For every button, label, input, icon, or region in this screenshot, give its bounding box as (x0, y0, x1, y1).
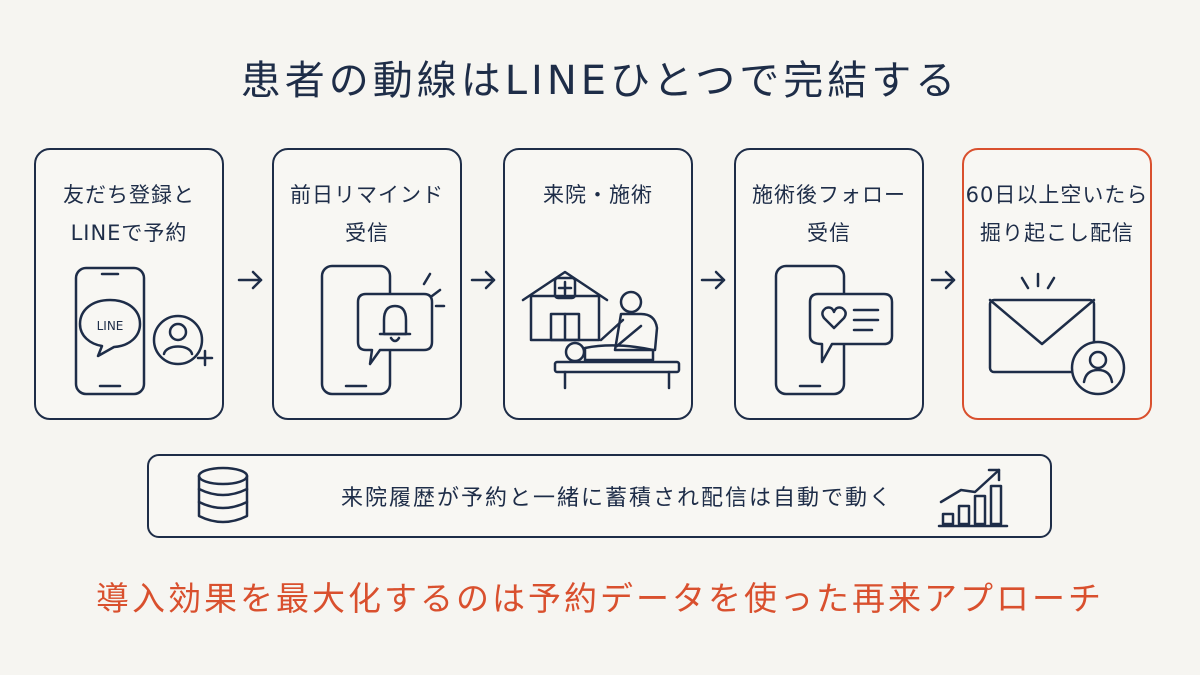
arrow-right-icon (470, 270, 496, 290)
key-message: 導入効果を最大化するのは予約データを使った再来アプローチ (96, 579, 1104, 618)
line-logo-text: LINE (97, 319, 124, 333)
step-card-follow-up: 施術後フォロー 受信 (734, 148, 924, 420)
clinic-icon (521, 270, 609, 342)
step-label-reminder: 前日リマインド 受信 (290, 183, 444, 245)
smartphone-line-icon: LINE (74, 266, 146, 396)
step-card-reminder: 前日リマインド 受信 (272, 148, 462, 420)
step-label-line-registration: 友だち登録と LINEで予約 (63, 183, 195, 245)
step-label-follow-up: 施術後フォロー 受信 (752, 183, 906, 245)
arrow-right-icon (237, 270, 263, 290)
add-user-icon (152, 314, 214, 367)
mail-envelope-icon (988, 272, 1096, 374)
step-label-reactivation: 60日以上空いたら 掘り起こし配信 (965, 183, 1149, 245)
phone-heart-message-icon (774, 264, 894, 396)
database-icon (197, 466, 249, 524)
diagram-title: 患者の動線はLINEひとつで完結する (240, 58, 960, 104)
step-card-visit: 来院・施術 (503, 148, 693, 420)
data-automation-banner: 来院履歴が予約と一緒に蓄積され配信は自動で動く (147, 454, 1052, 538)
step-card-reactivation: 60日以上空いたら 掘り起こし配信 (962, 148, 1152, 420)
step-label-visit: 来院・施術 (543, 183, 653, 207)
arrow-right-icon (930, 270, 956, 290)
massage-treatment-icon (553, 290, 681, 390)
growth-chart-icon (937, 468, 1009, 528)
arrow-right-icon (700, 270, 726, 290)
banner-text: 来院履歴が予約と一緒に蓄積され配信は自動で動く (340, 486, 893, 511)
step-card-line-registration: 友だち登録と LINEで予約 LINE (34, 148, 224, 420)
phone-bell-notification-icon (320, 264, 446, 396)
user-avatar-icon (1070, 340, 1126, 396)
